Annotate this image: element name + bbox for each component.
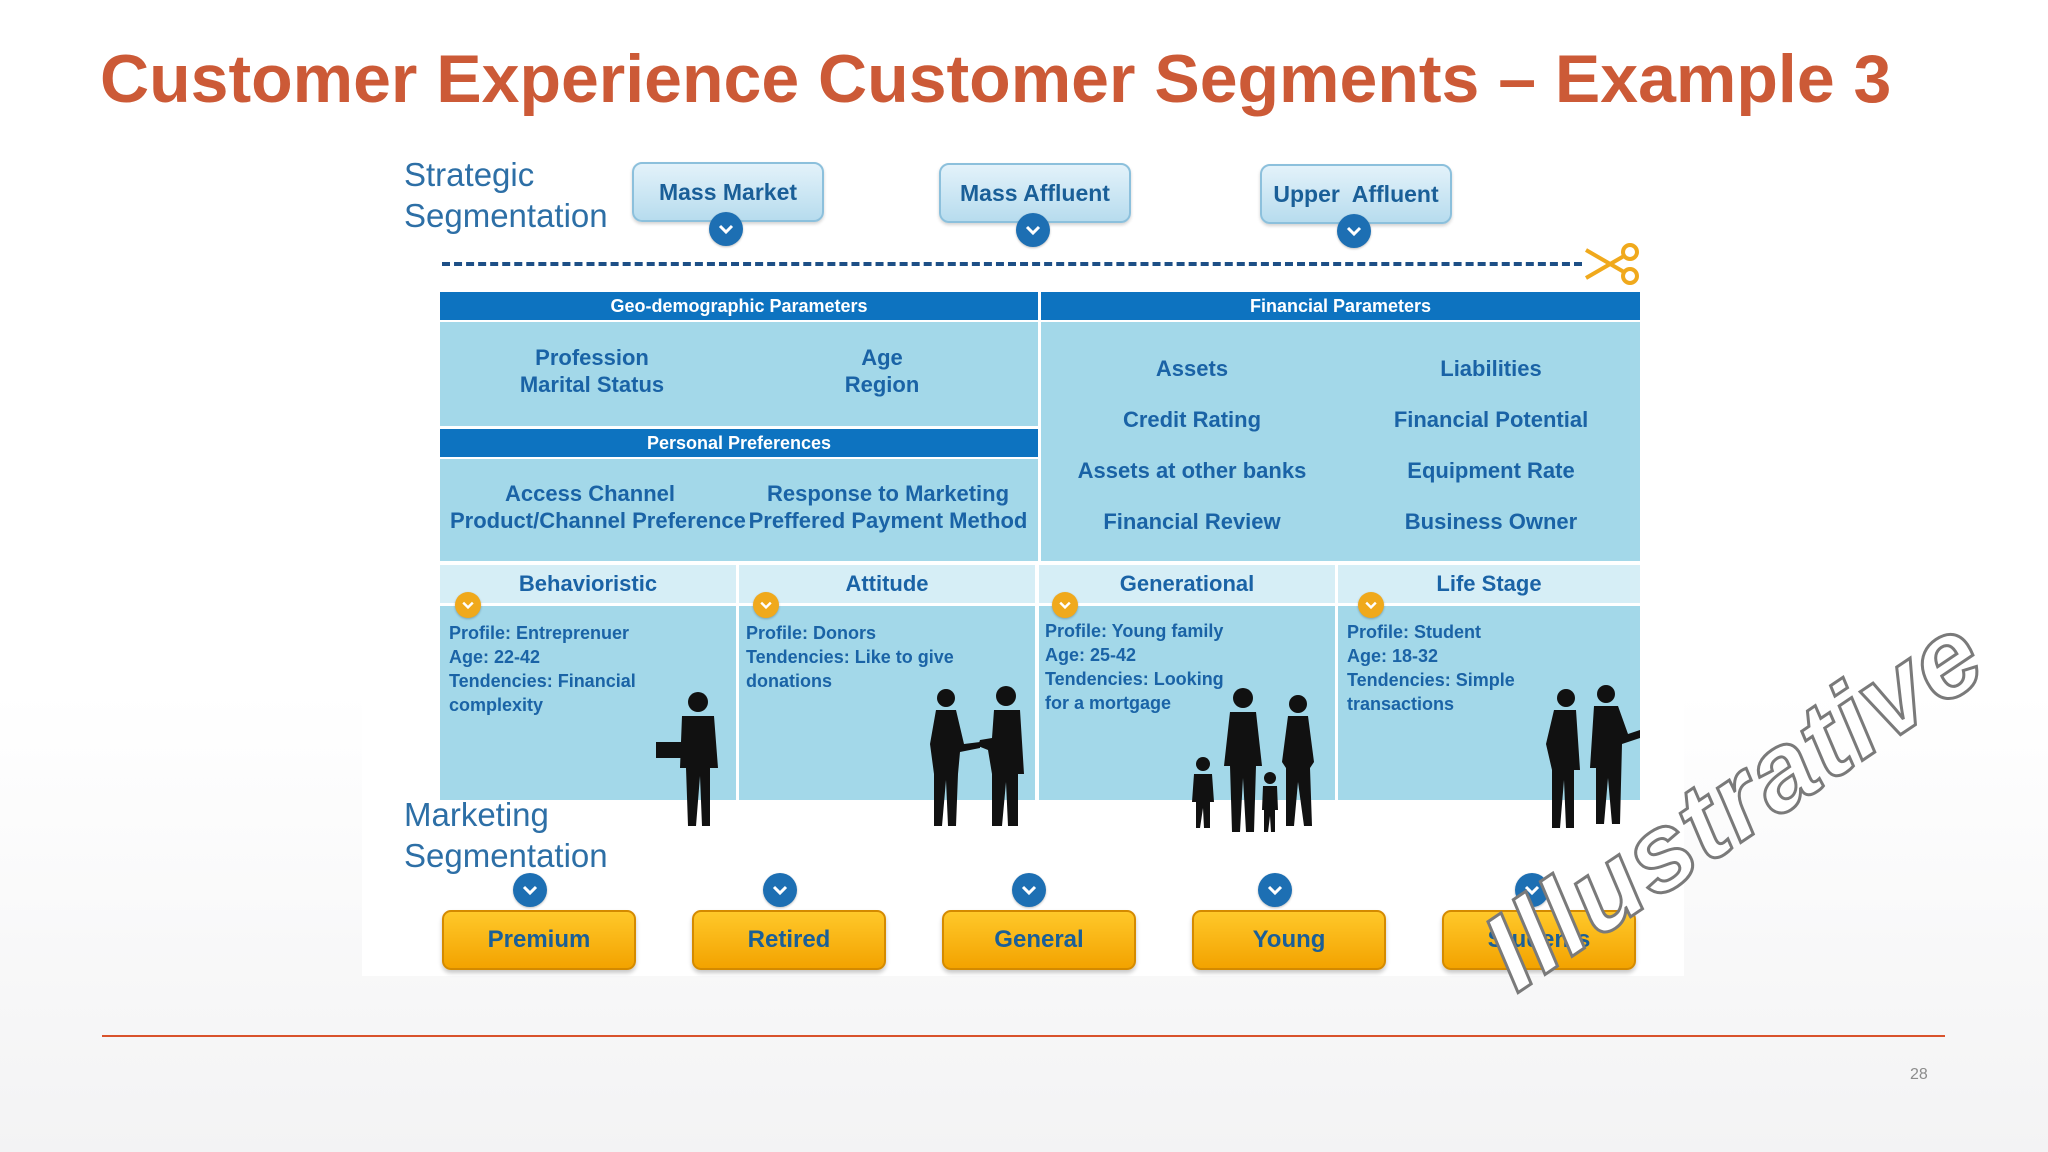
life-stage-profile: Profile: Student Age: 18-32 Tendencies: … [1347, 622, 1515, 714]
segment-general-button[interactable]: General [942, 910, 1136, 970]
marketing-segmentation-label: Marketing Segmentation [404, 796, 608, 874]
chevron-down-icon [513, 873, 547, 907]
life-stage-header: Life Stage [1338, 565, 1640, 603]
chevron-down-icon [1358, 592, 1384, 618]
businessman-silhouette-icon [656, 692, 718, 826]
chevron-down-icon [753, 592, 779, 618]
chevron-down-icon [455, 592, 481, 618]
behavioristic-header: Behavioristic [440, 565, 736, 603]
dashed-cut-line [442, 262, 1582, 266]
personal-preferences-header: Personal Preferences [440, 429, 1038, 457]
segment-young-button[interactable]: Young [1192, 910, 1386, 970]
financial-col2: Liabilities Financial Potential Equipmen… [1393, 356, 1589, 534]
chevron-down-icon [709, 212, 743, 246]
slide-title: Customer Experience Customer Segments – … [100, 41, 1892, 117]
geo-demographic-cell [440, 322, 1038, 426]
segment-students-button[interactable]: Students [1442, 910, 1636, 970]
strategic-segmentation-label: Strategic Segmentation [404, 156, 608, 234]
financial-parameters-header: Financial Parameters [1041, 292, 1640, 320]
footer-rule [102, 1035, 1945, 1037]
attitude-profile: Profile: Donors Tendencies: Like to give… [746, 623, 954, 691]
life-stage-cell [1338, 606, 1640, 800]
chevron-down-icon [1515, 873, 1549, 907]
personal-preferences-cell [440, 459, 1038, 561]
students-silhouette-icon [1546, 685, 1640, 828]
generational-cell [1039, 606, 1335, 800]
attitude-header: Attitude [739, 565, 1035, 603]
attitude-cell [739, 606, 1035, 800]
chevron-down-icon [1012, 873, 1046, 907]
scissors-icon [1584, 243, 1639, 285]
chevron-down-icon [1052, 592, 1078, 618]
chevron-down-icon [1258, 873, 1292, 907]
financial-col1: Assets Credit Rating Assets at other ban… [1077, 356, 1307, 534]
segment-premium-button[interactable]: Premium [442, 910, 636, 970]
generational-header: Generational [1039, 565, 1335, 603]
handshake-silhouette-icon [930, 686, 1024, 826]
geo-col1: Profession Marital Status [519, 345, 665, 397]
geo-demographic-header: Geo-demographic Parameters [440, 292, 1038, 320]
personal-col1: Access Channel Product/Channel Preferenc… [450, 481, 746, 533]
personal-col2: Response to Marketing Preffered Payment … [748, 481, 1028, 533]
geo-col2: Age Region [844, 345, 920, 397]
behavioristic-profile: Profile: Entreprenuer Age: 22-42 Tendenc… [449, 623, 636, 715]
segment-retired-button[interactable]: Retired [692, 910, 886, 970]
chevron-down-icon [1337, 214, 1371, 248]
page-number: 28 [1910, 1066, 1928, 1083]
family-silhouette-icon [1192, 688, 1314, 832]
chevron-down-icon [763, 873, 797, 907]
financial-parameters-cell [1041, 322, 1640, 561]
chevron-down-icon [1016, 213, 1050, 247]
generational-profile: Profile: Young family Age: 25-42 Tendenc… [1045, 621, 1224, 713]
segmentation-diagram: Strategic Segmentation Mass Market Mass … [362, 150, 1684, 976]
